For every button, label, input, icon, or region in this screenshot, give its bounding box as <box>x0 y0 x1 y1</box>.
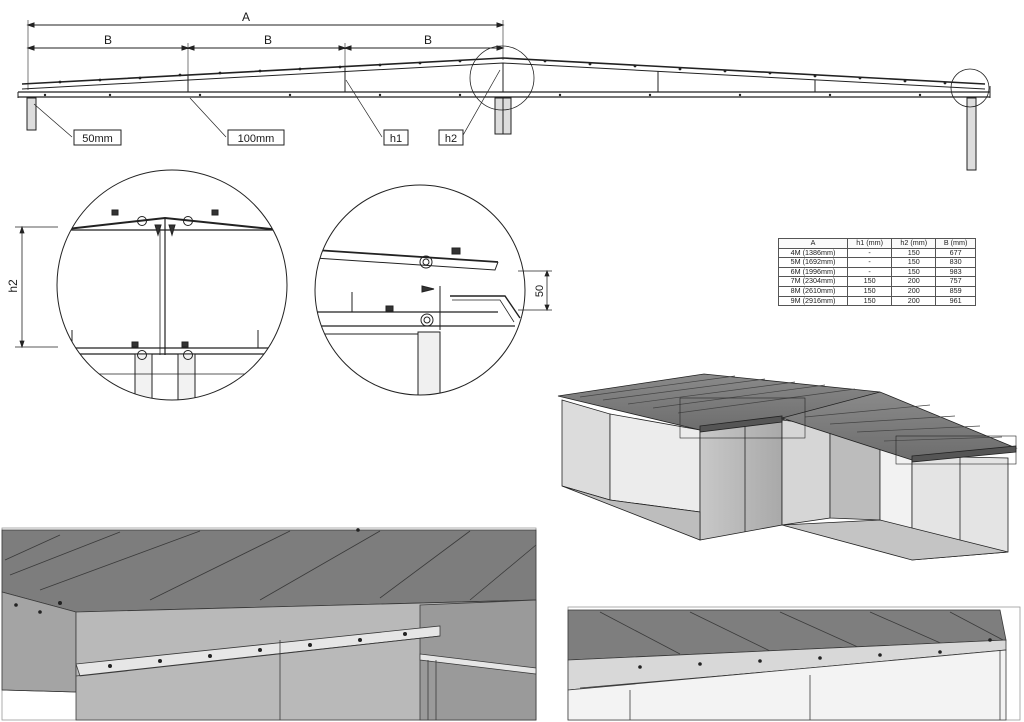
isometric-shelter-view <box>557 373 1018 561</box>
table-row: 9M (2916mm) 150 200 961 <box>777 295 976 307</box>
header-B: B (mm) <box>935 238 976 249</box>
closeup-eave-right <box>567 606 1021 721</box>
roof-beam <box>17 45 991 171</box>
header-A: A <box>777 238 849 249</box>
header-h1: h1 (mm) <box>847 238 893 249</box>
eave-drop-label: 50 <box>534 285 546 297</box>
table-header-row: A h1 (mm) h2 (mm) B (mm) <box>777 238 976 249</box>
table-cell: 150 <box>847 295 893 307</box>
callout-clearance: 100mm <box>189 97 285 146</box>
table-row: 4M (1386mm) - 150 677 <box>777 247 976 259</box>
table-cell: 150 <box>847 285 893 297</box>
header-h2: h2 (mm) <box>891 238 937 249</box>
table-row: 7M (2304mm) 150 200 757 <box>777 276 976 287</box>
callout-h1-label: h1 <box>390 133 402 145</box>
table-cell: 859 <box>935 285 976 297</box>
table-cell: 9M (2916mm) <box>777 295 849 307</box>
callout-clearance-label: 100mm <box>238 133 275 145</box>
table-cell: 200 <box>891 295 937 307</box>
dimension-B-label-3: B <box>424 33 432 47</box>
eave-detail: 50 <box>314 184 552 396</box>
table-cell: 8M (2610mm) <box>777 285 849 297</box>
dimension-A-label: A <box>242 10 250 24</box>
dimension-B: B B B <box>26 33 505 85</box>
table-cell: 200 <box>891 285 937 297</box>
table-cell: 150 <box>891 257 937 268</box>
roof-elevation: A B B B <box>17 10 991 171</box>
dimension-table: A h1 (mm) h2 (mm) B (mm) 4M (1386mm) - 1… <box>777 238 976 307</box>
table-row: 5M (1692mm) - 150 830 <box>777 257 976 268</box>
table-cell: 961 <box>935 295 976 307</box>
dimension-A: A <box>26 10 505 90</box>
ridge-detail: h2 <box>6 169 288 401</box>
callout-overhang: 50mm <box>33 103 122 146</box>
callout-h2-label: h2 <box>445 133 457 145</box>
ridge-height-label: h2 <box>6 279 20 293</box>
dimension-B-label-1: B <box>104 33 112 47</box>
table-cell: 5M (1692mm) <box>777 257 849 268</box>
table-row: 8M (2610mm) 150 200 859 <box>777 285 976 297</box>
table-cell: - <box>847 257 893 268</box>
dimension-B-label-2: B <box>264 33 272 47</box>
closeup-eave-left <box>1 527 537 721</box>
callout-overhang-label: 50mm <box>82 133 113 145</box>
callout-h2: h2 <box>438 69 501 146</box>
table-cell: 830 <box>935 257 976 268</box>
callout-h1: h1 <box>345 79 409 146</box>
